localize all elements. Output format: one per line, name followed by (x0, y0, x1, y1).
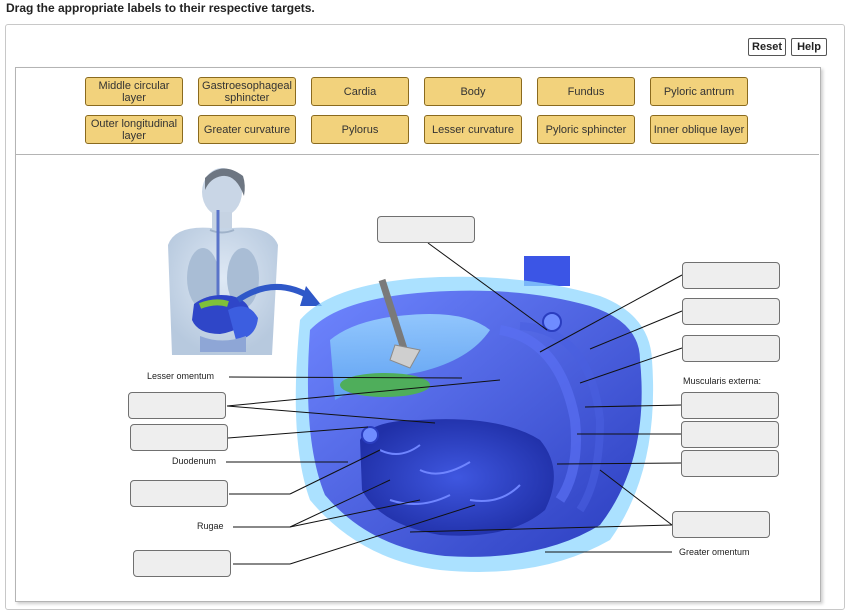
instruction-text: Drag the appropriate labels to their res… (6, 1, 315, 15)
drop-target-muscularis-2[interactable] (681, 421, 779, 448)
label-chip[interactable]: Body (424, 77, 522, 106)
label-chip[interactable]: Outer longitudinal layer (85, 115, 183, 144)
drop-target-right-1[interactable] (682, 262, 780, 289)
label-chip[interactable]: Inner oblique layer (650, 115, 748, 144)
drop-target-right-2[interactable] (682, 298, 780, 325)
greater-omentum-label: Greater omentum (679, 547, 750, 557)
label-chip[interactable]: Fundus (537, 77, 635, 106)
label-chip[interactable]: Lesser curvature (424, 115, 522, 144)
label-bank-divider (16, 154, 819, 155)
reset-button[interactable]: Reset (748, 38, 786, 56)
drop-target-left-4[interactable] (133, 550, 231, 577)
rugae-label: Rugae (197, 521, 224, 531)
human-figure-inset (168, 168, 278, 355)
drop-target-muscularis-3[interactable] (681, 450, 779, 477)
label-chip[interactable]: Pyloric sphincter (537, 115, 635, 144)
arrow-head (300, 286, 322, 306)
help-button[interactable]: Help (791, 38, 827, 56)
label-chip[interactable]: Middle circular layer (85, 77, 183, 106)
drop-target-left-2[interactable] (130, 424, 228, 451)
leader-lines (226, 242, 683, 565)
duodenum-label: Duodenum (172, 456, 217, 466)
label-chip[interactable]: Greater curvature (198, 115, 296, 144)
label-chip[interactable]: Cardia (311, 77, 409, 106)
label-chip[interactable]: Pylorus (311, 115, 409, 144)
stomach-cross-section (295, 256, 654, 572)
drop-target-top[interactable] (377, 216, 475, 243)
muscularis-externa-label: Muscularis externa: (683, 376, 762, 386)
lesser-omentum-label: Lesser omentum (147, 371, 215, 381)
drop-target-muscularis-1[interactable] (681, 392, 779, 419)
drop-target-right-3[interactable] (682, 335, 780, 362)
drop-target-left-1[interactable] (128, 392, 226, 419)
drop-target-left-3[interactable] (130, 480, 228, 507)
label-chip[interactable]: Pyloric antrum (650, 77, 748, 106)
drop-target-right-bottom[interactable] (672, 511, 770, 538)
label-chip[interactable]: Gastroesophageal sphincter (198, 77, 296, 106)
